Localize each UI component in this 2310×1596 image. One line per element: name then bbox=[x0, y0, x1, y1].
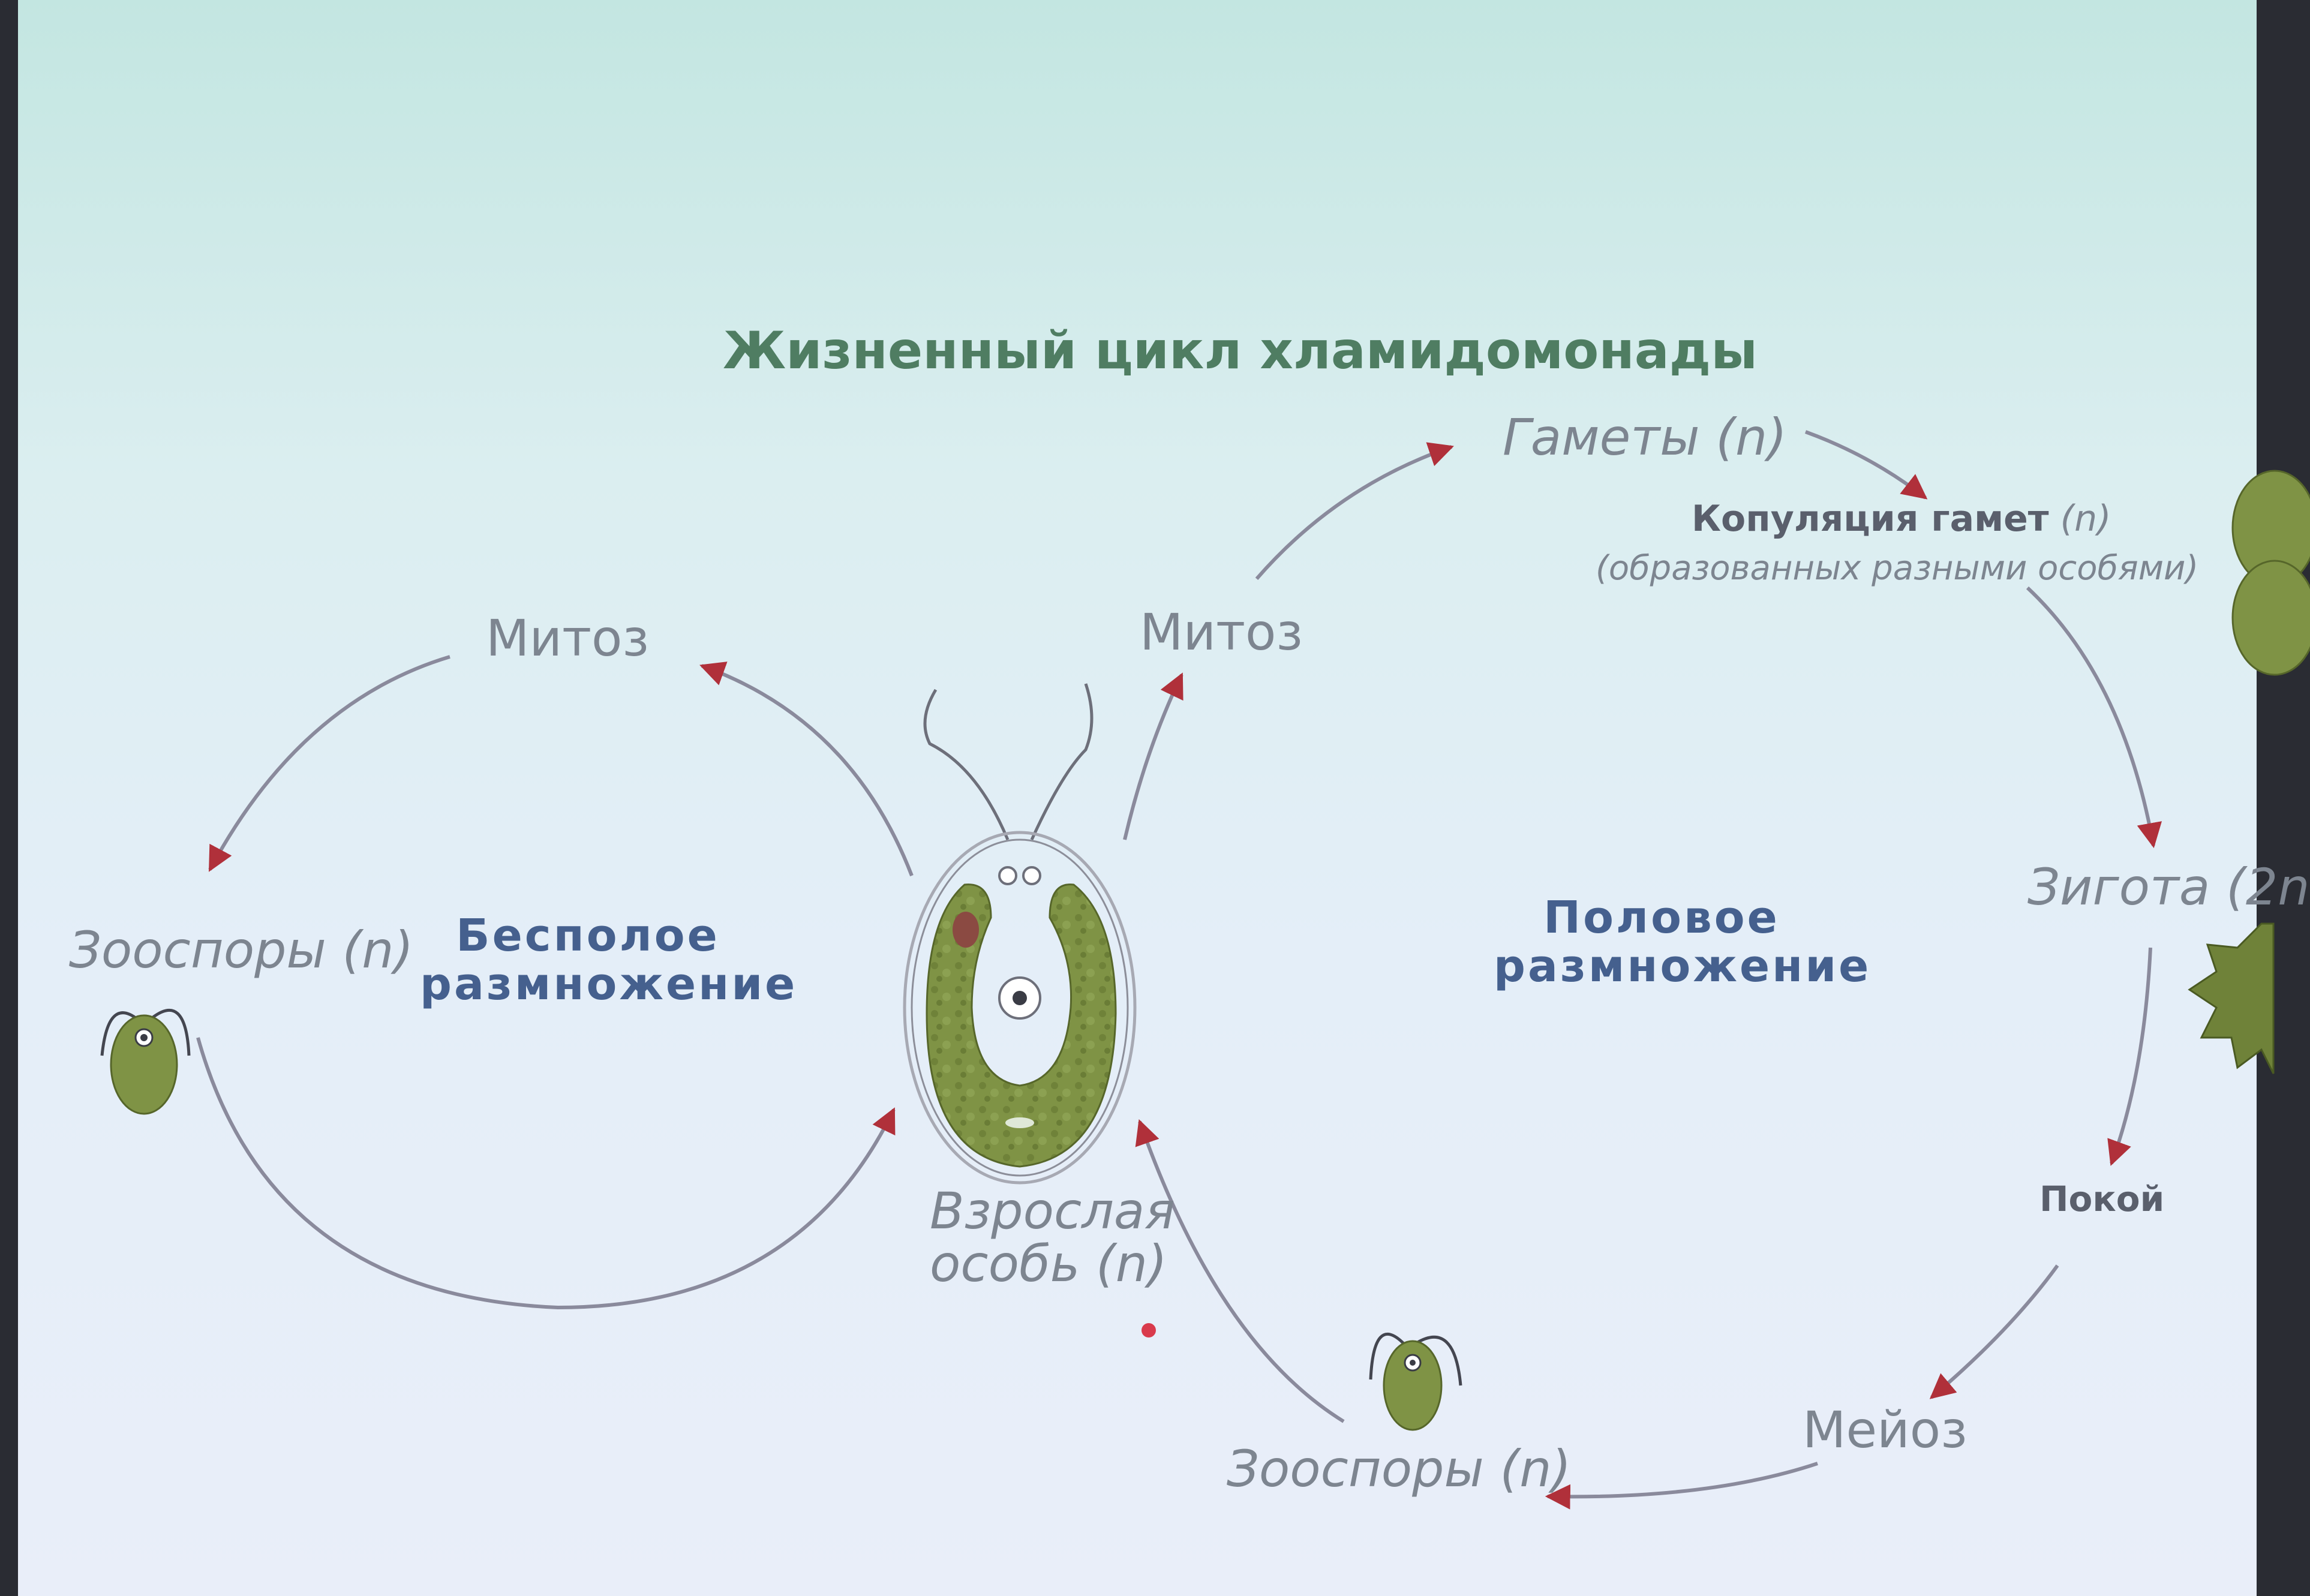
label-zygote: Зигота (2n bbox=[2027, 858, 2310, 916]
label-adult-line2: особь (n) bbox=[930, 1234, 1167, 1294]
label-adult-line1: Взрослая bbox=[930, 1182, 1175, 1240]
label-gametes: Гаметы (n) bbox=[1503, 408, 1788, 467]
arrow-gametes-to-copulation bbox=[1804, 430, 1928, 500]
adult-cell-illustration bbox=[903, 683, 1137, 1185]
arrow-zoospores-to-adult-bottom bbox=[1135, 1119, 1345, 1423]
label-adult: Взрослая особь (n) bbox=[930, 1182, 1175, 1294]
pointer-dot bbox=[1142, 1323, 1156, 1337]
label-sexual-line1: Половое bbox=[1543, 892, 1780, 943]
zygote-illustration bbox=[2188, 922, 2275, 1074]
arrow-adult-to-mitosis-right bbox=[1123, 672, 1183, 840]
arrow-meiosis-to-zoospores-bottom bbox=[1545, 1462, 1818, 1510]
arrow-mitosis-to-zoospores-left bbox=[208, 655, 450, 872]
label-sexual-reproduction: Половое размножение bbox=[1494, 892, 1872, 993]
label-copulation: Копуляция гамет (n) bbox=[1692, 498, 2111, 540]
label-copulation-bold: Копуляция гамет bbox=[1692, 498, 2049, 540]
arrow-zoospores-to-adult-left bbox=[196, 1037, 896, 1310]
arrow-adult-to-mitosis-left bbox=[699, 662, 914, 877]
arrow-zygote-to-rest bbox=[2107, 947, 2152, 1166]
arrow-copulation-to-zygote bbox=[2026, 586, 2162, 849]
arrow-rest-to-meiosis bbox=[1929, 1264, 2059, 1399]
label-asexual-reproduction: Бесполое размножение bbox=[420, 910, 798, 1011]
slide: Жизненный цикл хламидомонады Митоз Митоз… bbox=[18, 0, 2310, 1596]
label-mitosis-left: Митоз bbox=[486, 609, 650, 668]
label-zoospores-left: Зооспоры (n) bbox=[69, 921, 414, 979]
label-sexual-line2: размножение bbox=[1494, 940, 1872, 993]
diagram-title: Жизненный цикл хламидомонады bbox=[723, 321, 1758, 381]
label-copulation-n: (n) bbox=[2060, 498, 2111, 540]
life-cycle-diagram bbox=[100, 430, 2310, 1510]
copulating-gametes-illustration bbox=[2231, 470, 2310, 676]
label-mitosis-right: Митоз bbox=[1140, 603, 1303, 662]
label-rest: Покой bbox=[2039, 1179, 2165, 1219]
label-asexual-line1: Бесполое bbox=[456, 910, 720, 961]
zoospore-bottom-illustration bbox=[1369, 1332, 1462, 1431]
label-zoospores-bottom: Зооспоры (n) bbox=[1227, 1439, 1572, 1498]
label-meiosis: Мейоз bbox=[1803, 1400, 1967, 1459]
label-asexual-line2: размножение bbox=[420, 958, 798, 1011]
label-copulation-sub: (образованных разными особями) bbox=[1596, 549, 2199, 588]
arrow-mitosis-to-gametes bbox=[1255, 442, 1454, 580]
zoospore-left-illustration bbox=[100, 1008, 191, 1115]
